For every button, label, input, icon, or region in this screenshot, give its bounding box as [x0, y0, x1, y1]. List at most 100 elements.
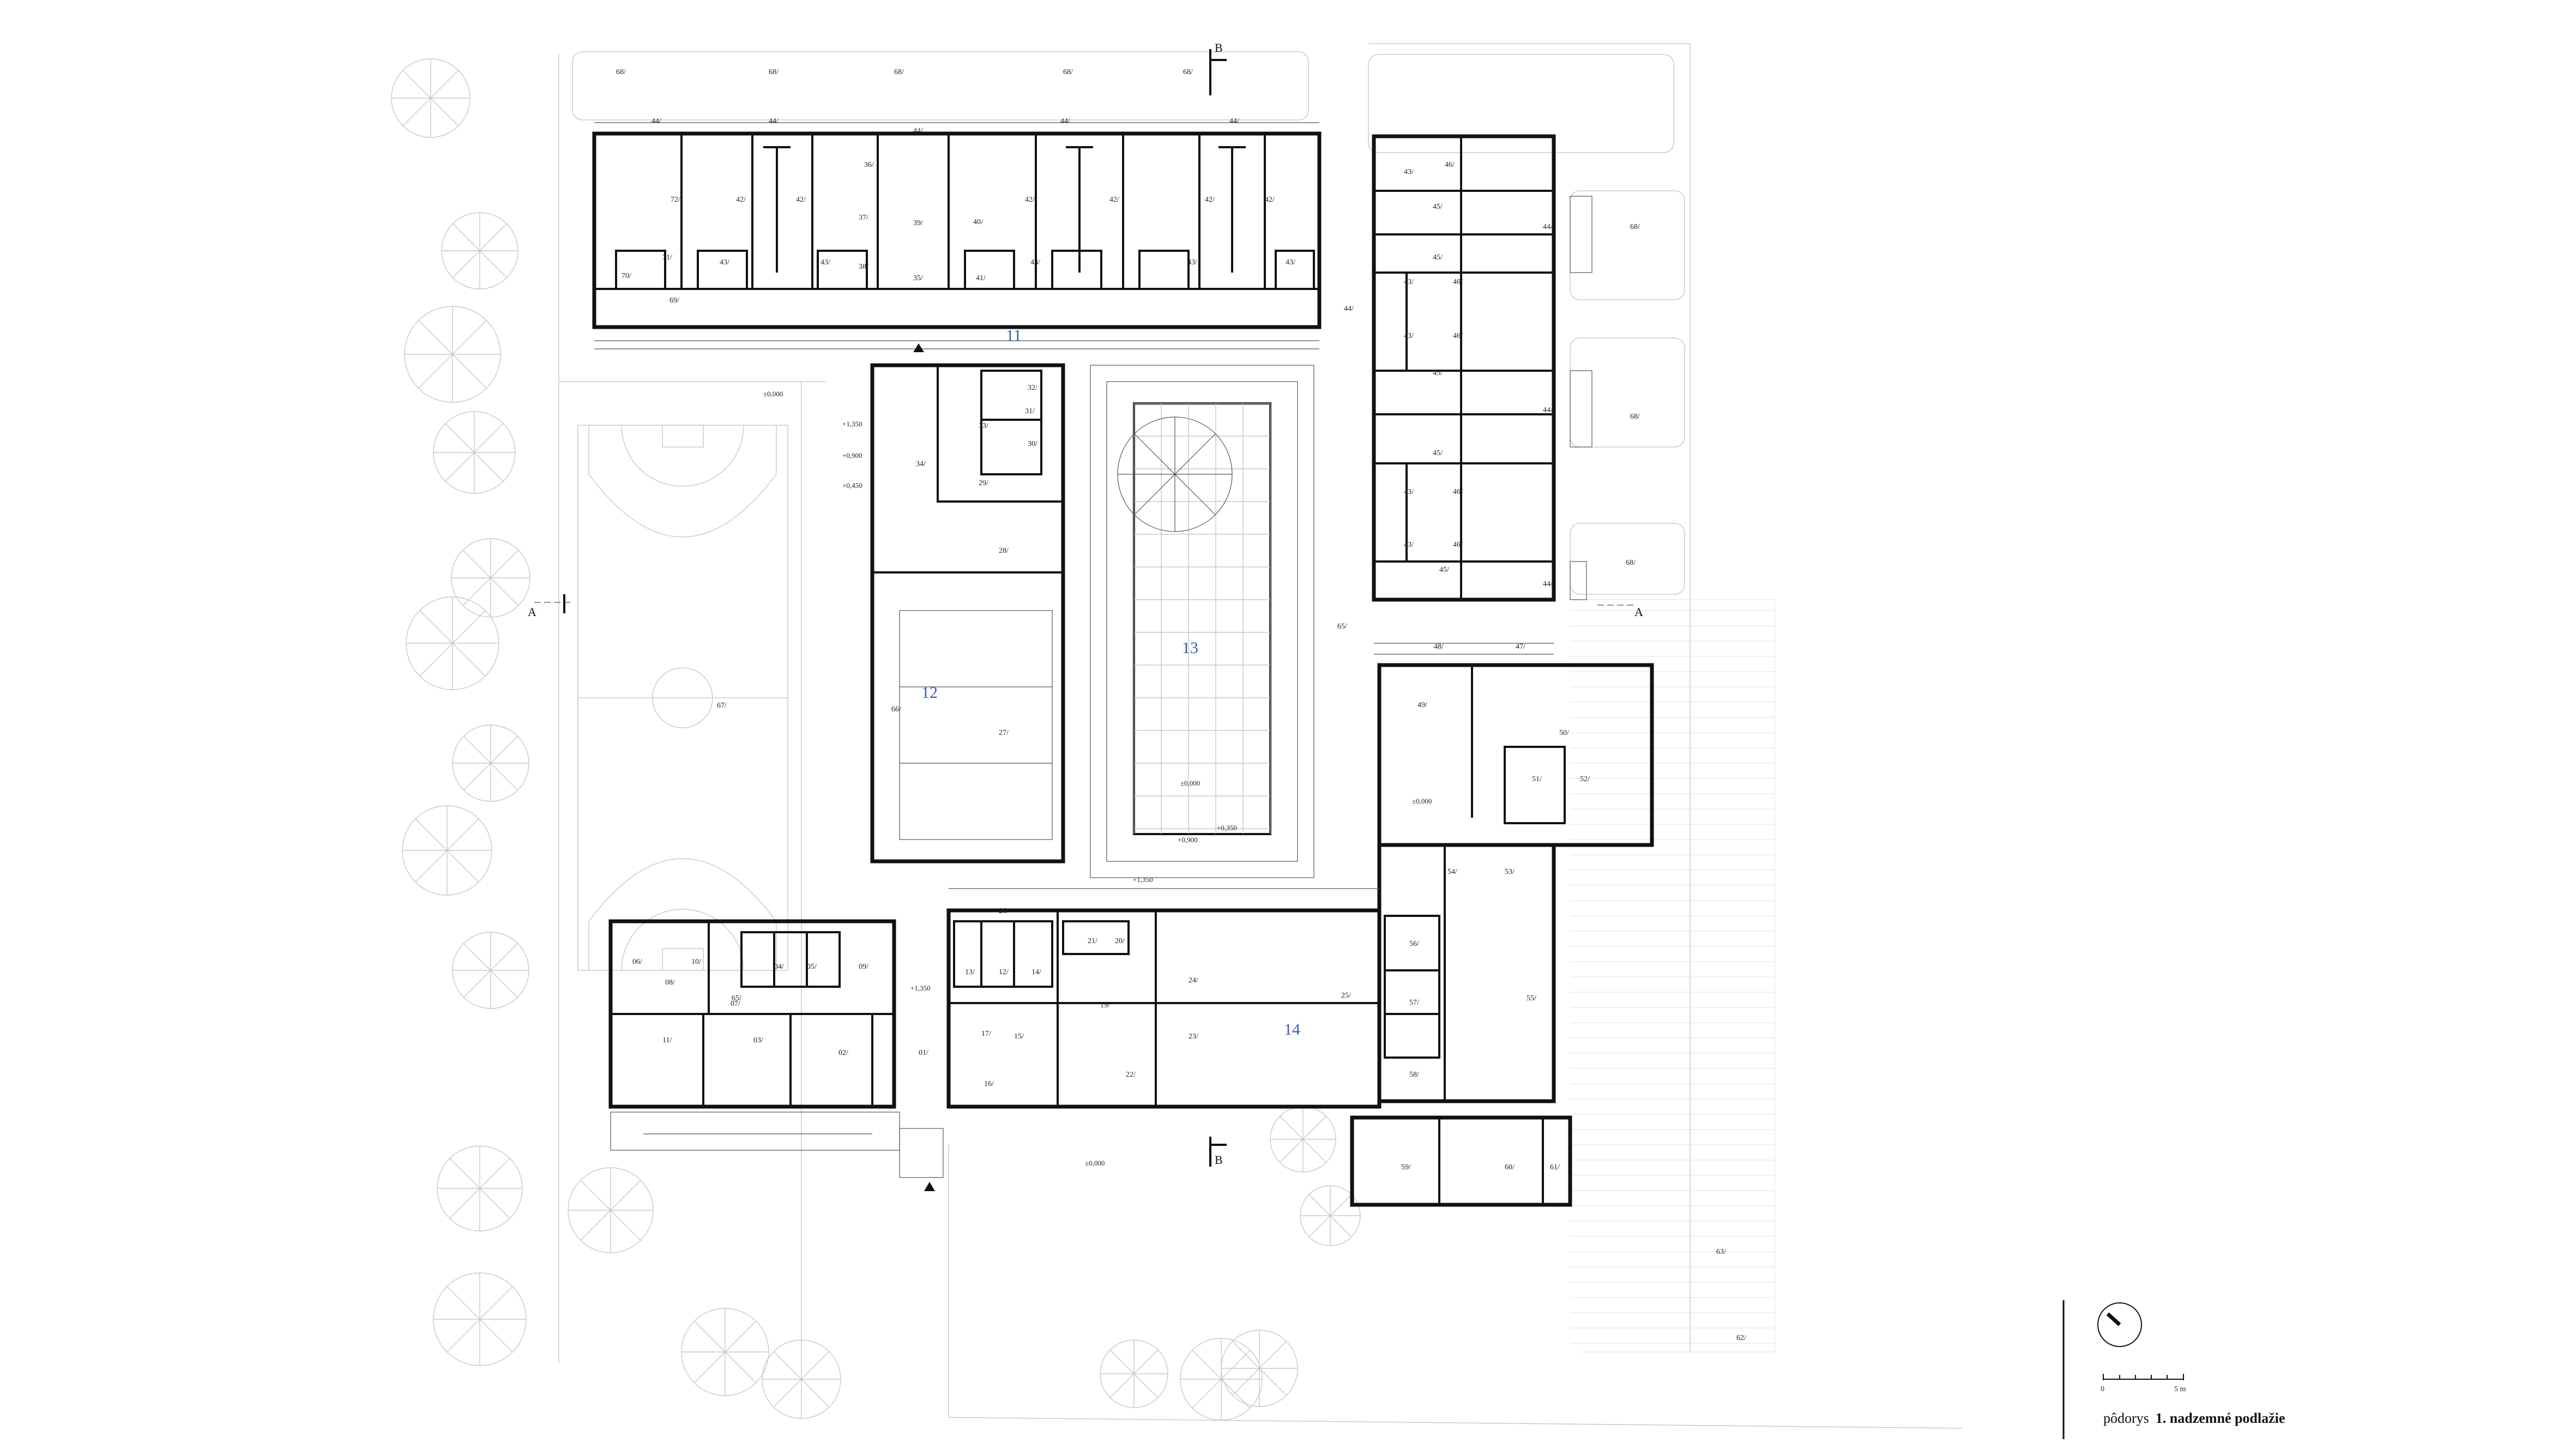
room-label: 61/	[1550, 1163, 1560, 1172]
room-label: 06/	[632, 958, 642, 966]
zone-labels: 11 12 13 14	[921, 327, 1300, 1039]
room-label: 44/	[1229, 117, 1239, 125]
elevation-mark: +1,350	[842, 420, 862, 428]
elevation-mark: +1,350	[1133, 876, 1153, 884]
room-label: 42/	[796, 196, 806, 204]
room-label: 43/	[1404, 278, 1414, 286]
room-label: 45/	[1433, 449, 1443, 457]
room-label: 42/	[736, 196, 746, 204]
east-central-block	[1374, 643, 1654, 847]
room-label: 46/	[1453, 332, 1463, 340]
room-label: 45/	[1439, 566, 1449, 574]
room-label: 22/	[1126, 1071, 1136, 1079]
room-label: 53/	[1505, 868, 1515, 876]
room-label: 44/	[1543, 580, 1553, 588]
room-label: 50/	[1559, 729, 1569, 737]
section-b-bottom-label: B	[1215, 1153, 1223, 1167]
north-arrow-icon	[2097, 1302, 2142, 1347]
room-label: 27/	[999, 729, 1009, 737]
south-central-block	[946, 888, 1381, 1109]
room-label: 46/	[1453, 488, 1463, 496]
room-label: 46/	[1453, 541, 1463, 549]
room-label: 68/	[1626, 559, 1636, 567]
room-label: 56/	[1409, 940, 1419, 948]
room-label: 62/	[1736, 1334, 1746, 1342]
elevation-mark: +0,900	[842, 451, 862, 460]
room-label: 07/	[731, 1000, 740, 1008]
room-label: 25/	[1341, 992, 1351, 1000]
room-label: 33/	[979, 422, 988, 430]
room-label: 43/	[1286, 258, 1295, 267]
room-label: 43/	[1030, 258, 1040, 267]
room-label: 09/	[859, 963, 868, 971]
elevation-mark: ±0,000	[1412, 797, 1432, 805]
elevation-mark: ±0,000	[763, 390, 783, 398]
room-label: 58/	[1409, 1071, 1419, 1079]
room-label: 59/	[1401, 1163, 1411, 1172]
sports-court	[577, 425, 788, 971]
room-label: 68/	[769, 68, 779, 76]
room-label: 70/	[622, 272, 631, 280]
zone-label-11: 11	[1006, 327, 1022, 345]
room-labels: 68/ 68/ 68/ 68/ 68/ 44/ 44/ 44/ 44/ 44/ …	[616, 68, 1746, 1342]
room-label: 34/	[916, 460, 926, 468]
room-label: 35/	[913, 274, 923, 282]
scale-zero-label: 0	[2101, 1385, 2104, 1393]
zone-label-14: 14	[1284, 1021, 1300, 1039]
room-label: 44/	[769, 117, 779, 125]
room-label: 67/	[717, 702, 727, 710]
room-label: 44/	[1060, 117, 1070, 125]
room-label: 45/	[1433, 253, 1443, 262]
room-label: 63/	[1716, 1248, 1726, 1256]
drawing-caption: pôdorys 1. nadzemné podlažie	[2103, 1410, 2285, 1426]
room-label: 68/	[616, 68, 626, 76]
room-label: 30/	[1028, 440, 1037, 448]
room-label: 08/	[665, 979, 675, 987]
room-label: 44/	[913, 127, 923, 135]
room-label: 05/	[807, 963, 817, 971]
room-label: 52/	[1580, 775, 1590, 783]
room-label: 69/	[669, 297, 679, 305]
trees-group	[391, 58, 1361, 1421]
room-label: 65/	[1337, 623, 1347, 631]
room-label: 29/	[979, 479, 988, 487]
room-label: 43/	[821, 258, 830, 267]
south-east-block	[1350, 843, 1572, 1207]
room-label: 43/	[1404, 332, 1414, 340]
room-label: 26/	[999, 907, 1009, 915]
elevation-mark: +0,900	[1178, 836, 1198, 844]
elevation-mark: +0,350	[1217, 824, 1237, 832]
site-context	[558, 43, 1963, 1429]
elevation-labels: ±0,000 +1,350 +0,900 +0,450 ±0,000 +0,35…	[763, 390, 1432, 1167]
room-label: 14/	[1031, 968, 1041, 976]
room-label: 11/	[662, 1036, 672, 1045]
elevation-mark: +0,450	[842, 481, 862, 490]
room-label: 68/	[1630, 223, 1640, 231]
elevation-mark: +1,350	[910, 984, 931, 992]
room-label: 32/	[1028, 384, 1037, 392]
room-label: 51/	[1532, 775, 1542, 783]
scale-bar: 0 5 m	[2101, 1374, 2186, 1393]
elevation-mark: ±0,000	[1085, 1159, 1105, 1167]
room-label: 20/	[1115, 937, 1125, 945]
room-label: 44/	[1344, 305, 1354, 313]
room-label: 02/	[838, 1049, 848, 1057]
room-label: 54/	[1447, 868, 1457, 876]
room-label: 10/	[691, 958, 701, 966]
room-label: 57/	[1409, 999, 1419, 1007]
room-label: 40/	[973, 218, 983, 226]
room-label: 45/	[1433, 369, 1443, 377]
room-label: 44/	[1543, 223, 1553, 231]
paving-area	[1570, 599, 1775, 1353]
room-label: 42/	[1109, 196, 1119, 204]
room-label: 66/	[891, 705, 901, 714]
section-b-top-label: B	[1215, 41, 1223, 55]
east-wing	[1372, 134, 1592, 602]
room-label: 46/	[1445, 161, 1455, 169]
room-label: 16/	[984, 1080, 994, 1088]
room-label: 24/	[1189, 976, 1198, 985]
west-wing	[870, 363, 1065, 864]
north-wing	[592, 122, 1322, 349]
room-label: 43/	[1187, 258, 1197, 267]
